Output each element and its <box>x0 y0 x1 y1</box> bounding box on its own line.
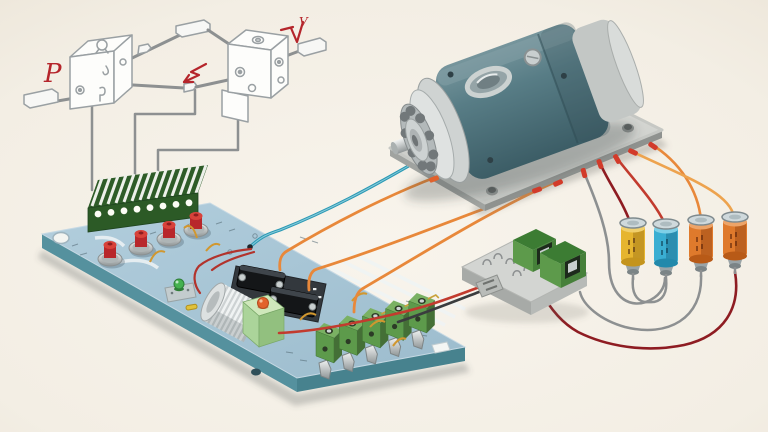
relay-cube <box>242 294 285 348</box>
heatshrink-bands <box>429 141 658 194</box>
sensor-block-left <box>69 34 133 110</box>
shaft <box>23 19 327 109</box>
motor-end-cap <box>572 19 642 122</box>
mounting-hole <box>251 368 261 376</box>
plate-exit-wires <box>429 141 736 305</box>
voltage-mark: V <box>279 15 309 44</box>
terminal-block-row <box>315 293 440 380</box>
mosfet-module <box>227 264 327 323</box>
cap-markings <box>730 232 737 248</box>
sensor-switch-assembly: P V <box>23 15 327 192</box>
breakout-terminal <box>540 241 586 288</box>
black-wire <box>396 290 481 324</box>
solder-pad <box>431 341 451 354</box>
cap-markings <box>661 239 668 255</box>
red-wire <box>277 286 479 335</box>
terminal-holes <box>94 199 193 218</box>
capacitor-blue <box>652 218 680 281</box>
block-glyphs <box>75 39 127 102</box>
capacitor-orange <box>687 214 715 277</box>
gray-loop-wire <box>578 273 703 332</box>
orange-led <box>257 297 269 309</box>
pcb-edge-left <box>42 234 297 392</box>
pushbutton <box>183 212 211 240</box>
pushbuttons <box>97 212 211 269</box>
sensor-block-right <box>227 29 289 99</box>
breakout-board <box>460 229 589 323</box>
voltage-label: V <box>299 15 309 29</box>
wire-connector <box>475 274 504 298</box>
gray-wire <box>581 168 667 305</box>
plate-edge <box>485 130 662 211</box>
pushbutton <box>128 230 156 258</box>
zigzag-arrow-icon <box>182 62 208 84</box>
fuse-component <box>185 303 198 311</box>
capacitor-bank <box>619 211 749 281</box>
red-wire <box>193 247 253 295</box>
capacitor-orange <box>721 211 749 274</box>
terminal-block <box>362 308 393 365</box>
pcb-edge-right <box>297 347 465 392</box>
sensor-wires <box>90 88 240 192</box>
motor-assembly <box>388 19 668 216</box>
motor-body <box>435 24 609 179</box>
pressure-label: P <box>43 59 62 89</box>
pushbutton <box>97 241 125 269</box>
yellow-jumpers <box>149 225 407 347</box>
heatsink-terminal-block <box>87 164 208 233</box>
block-glyphs <box>234 35 285 93</box>
heatsink-fins <box>90 164 208 207</box>
cap-markings <box>628 238 635 254</box>
mounting-hole <box>52 231 70 245</box>
capacitor-yellow <box>619 217 647 280</box>
red-wire <box>210 250 256 272</box>
gear-motor <box>390 19 644 183</box>
breakout-edge <box>531 273 587 315</box>
cap-markings <box>696 235 703 251</box>
control-pcb <box>38 164 470 406</box>
terminal-block <box>385 300 417 358</box>
led-component <box>164 278 198 311</box>
red-wire <box>614 155 667 226</box>
terminal-block <box>315 323 342 380</box>
orange-wire <box>278 175 438 272</box>
staple-loops <box>482 253 533 277</box>
pushbutton <box>156 221 184 249</box>
light-orange-wire <box>629 149 736 219</box>
